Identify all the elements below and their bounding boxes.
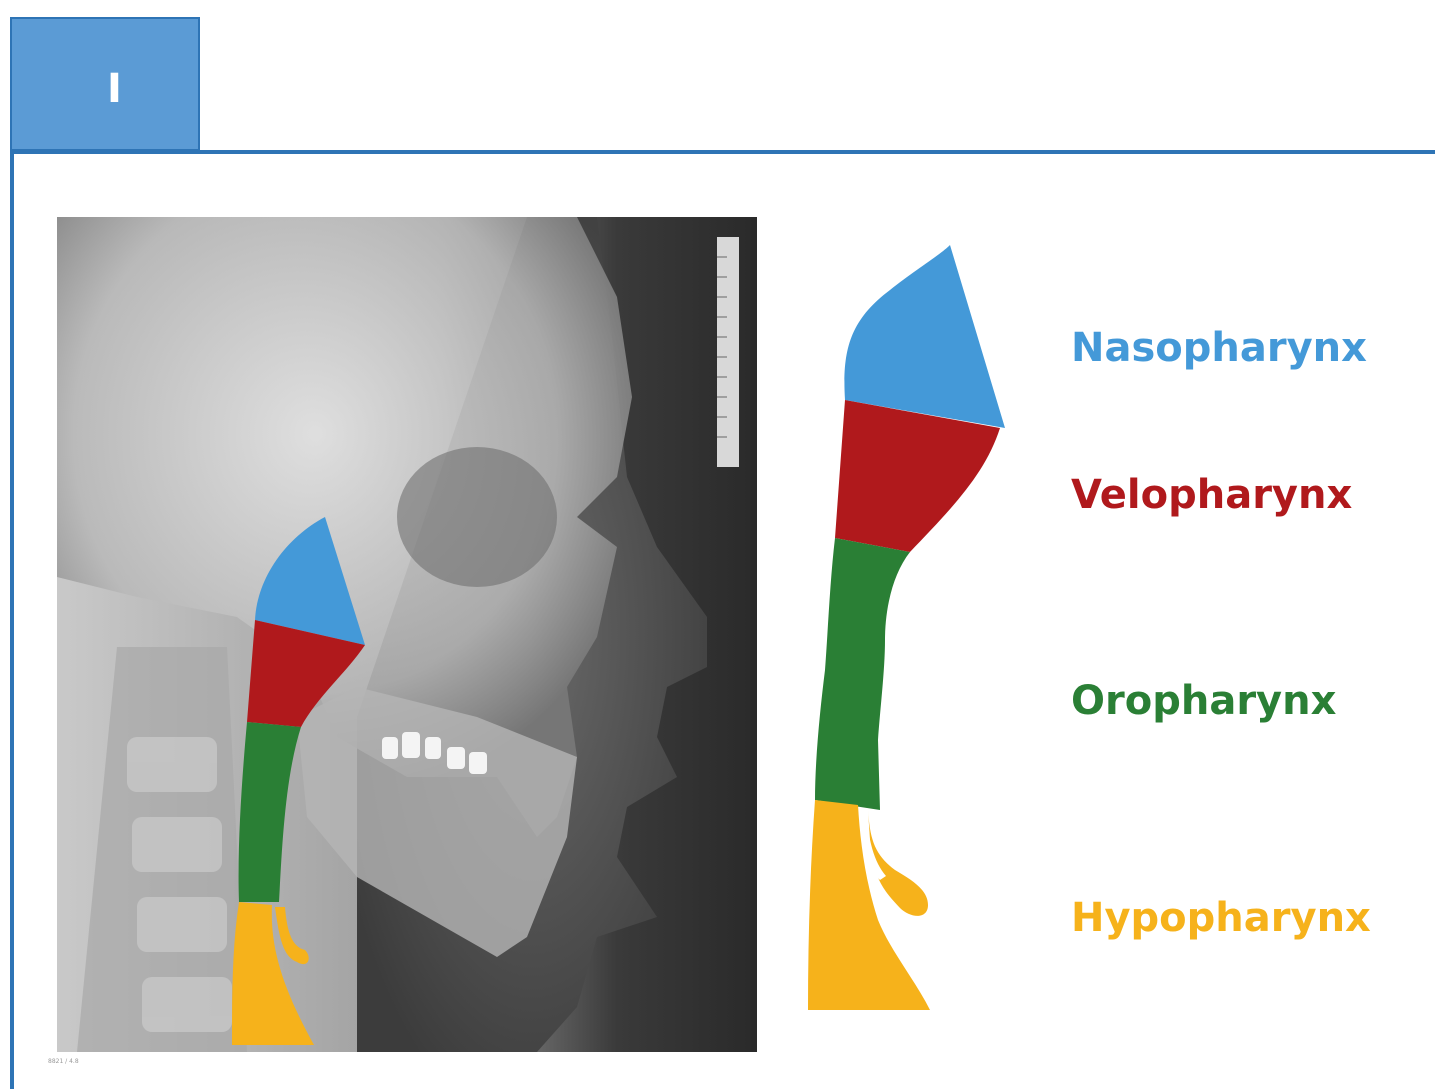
nasopharynx-region xyxy=(844,245,1005,428)
section-tab-label: I xyxy=(107,69,122,109)
orbit xyxy=(397,447,557,587)
velopharynx-region xyxy=(835,400,1000,552)
section-tab: I xyxy=(10,17,200,151)
calibration-ruler xyxy=(717,237,739,467)
frame-left-rule xyxy=(10,150,14,1089)
label-velopharynx: Velopharynx xyxy=(1071,475,1352,515)
frame-top-rule xyxy=(10,150,1435,154)
label-hypopharynx: Hypopharynx xyxy=(1071,898,1371,938)
cephalometric-xray xyxy=(57,217,757,1052)
xray-caption: 8821 / 4.8 xyxy=(48,1058,79,1065)
label-oropharynx: Oropharynx xyxy=(1071,681,1336,721)
label-nasopharynx: Nasopharynx xyxy=(1071,328,1367,368)
oropharynx-region xyxy=(815,538,910,810)
airway-diagram xyxy=(800,240,1020,1020)
